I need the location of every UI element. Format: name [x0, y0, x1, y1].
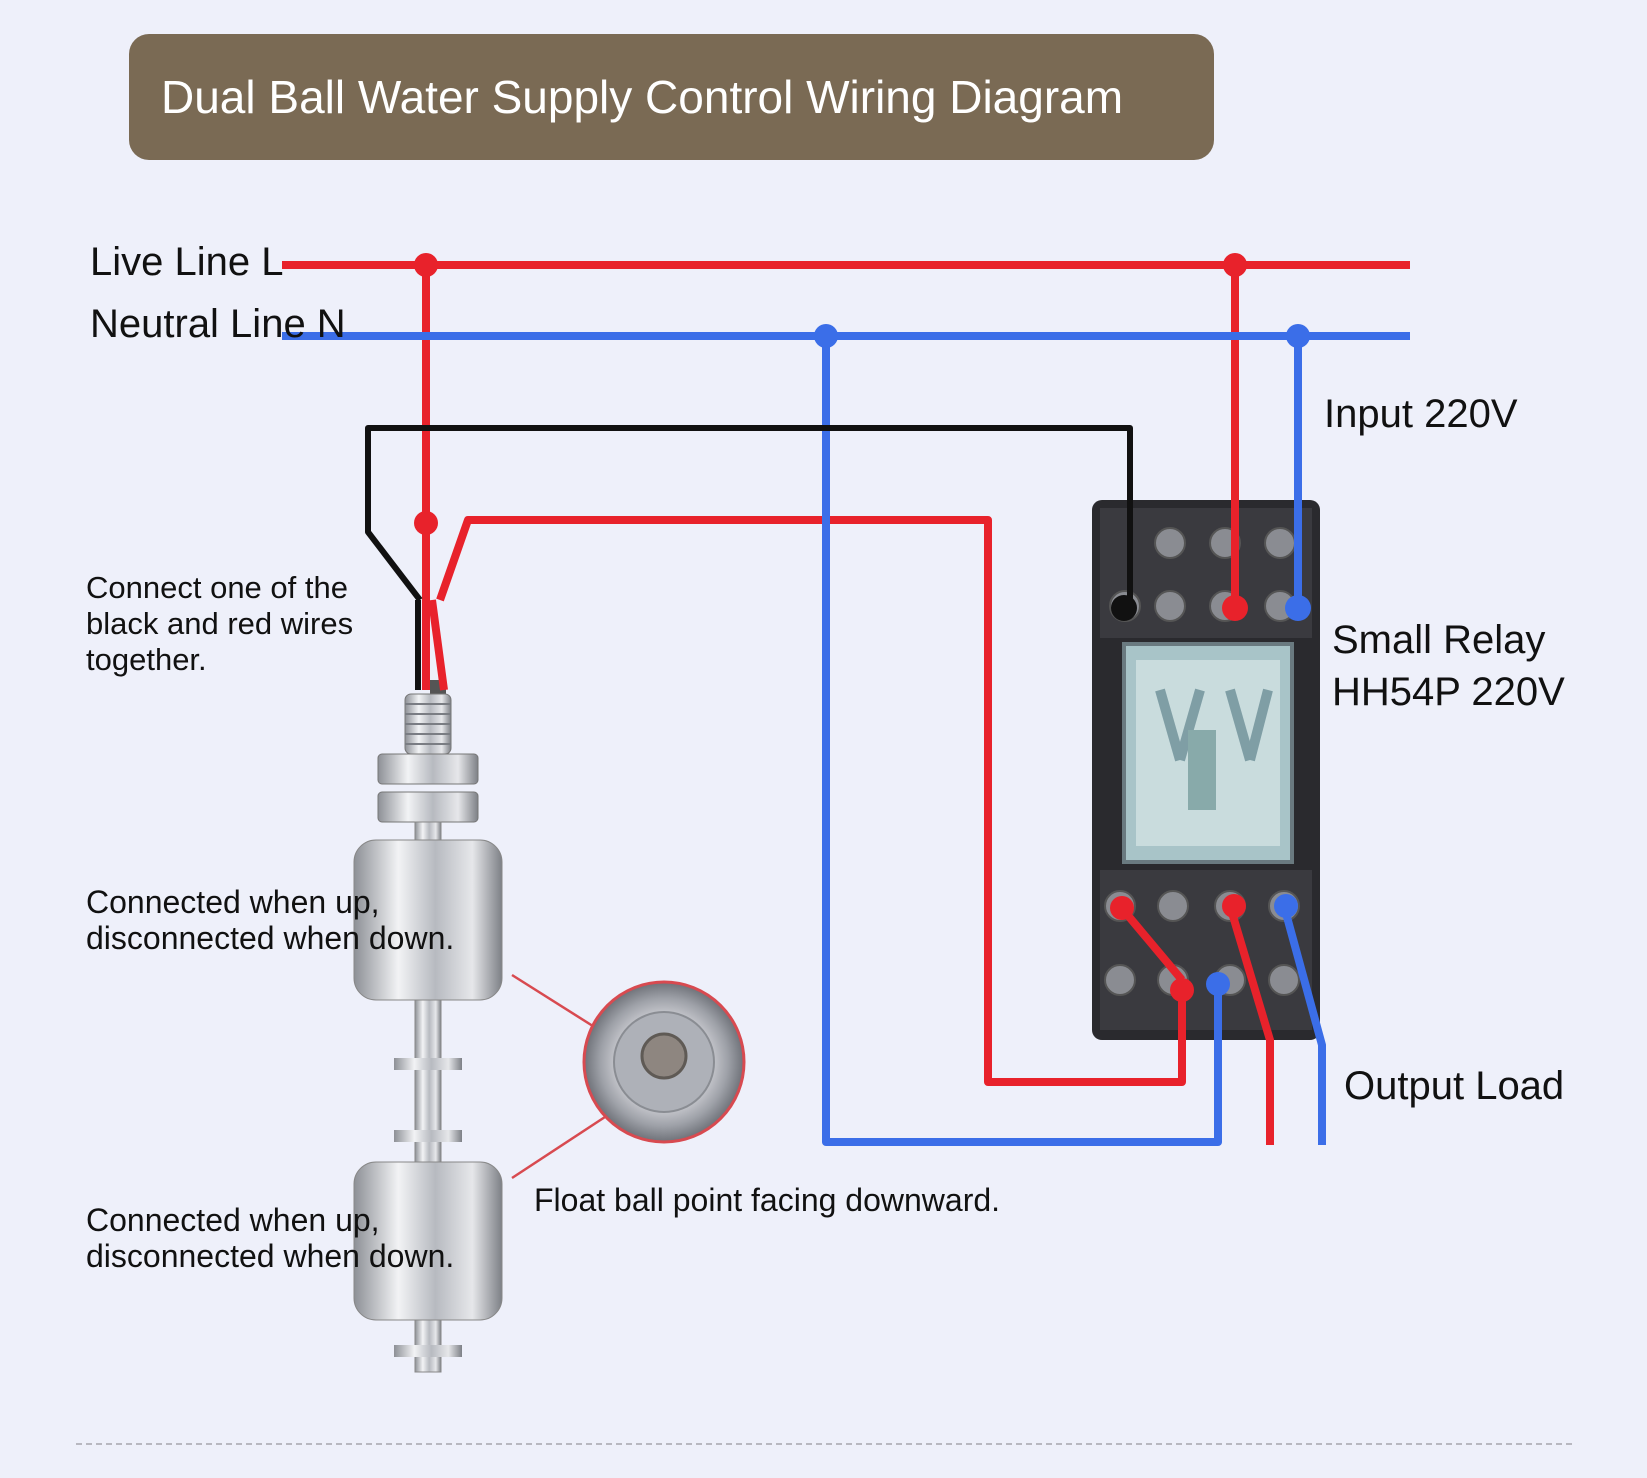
float-point-note: Float ball point facing downward. [534, 1182, 1001, 1218]
black-signal-wire [365, 425, 1133, 606]
stop-ring-3 [394, 1345, 462, 1357]
relay-label-line1: Small Relay [1332, 618, 1546, 662]
junction-dots [414, 253, 1311, 1002]
title-banner: Dual Ball Water Supply Control Wiring Di… [129, 34, 1214, 160]
output-neutral [1280, 904, 1326, 1145]
page-title: Dual Ball Water Supply Control Wiring Di… [161, 71, 1124, 123]
upper-ball-note-line2: disconnected when down. [86, 920, 455, 956]
float-ball-closeup-icon [511, 973, 746, 1180]
relay-icon [1092, 500, 1320, 1040]
output-load-label: Output Load [1344, 1064, 1565, 1108]
neutral-wires [282, 332, 1410, 1146]
lower-float-ball [353, 1161, 503, 1321]
signal-wires [365, 425, 1133, 690]
stop-ring-1 [394, 1058, 462, 1070]
thread-lines [405, 703, 451, 745]
input-label: Input 220V [1324, 392, 1518, 436]
live-line-label: Live Line L [90, 240, 284, 284]
switch-to-relay-red [436, 516, 1186, 1086]
float-switch-icon [353, 680, 503, 1373]
switch-red-leads [422, 560, 448, 691]
output-live [1226, 904, 1274, 1145]
hex-nut-bottom [377, 791, 479, 823]
neutral-to-relay-bottom [822, 336, 1222, 1146]
hex-nut-top [377, 753, 479, 785]
bottom-divider [76, 1443, 1572, 1445]
relay-coil [1188, 730, 1216, 810]
live-wires [282, 261, 1410, 1145]
upper-float-ball [353, 839, 503, 1001]
neutral-line-label: Neutral Line N [90, 302, 346, 346]
connect-wires-note: Connect one of the black and red wires t… [86, 570, 354, 677]
relay-jumper-red [1116, 903, 1186, 983]
lower-ball-note-line2: disconnected when down. [86, 1238, 455, 1274]
upper-ball-note-line1: Connected when up, [86, 884, 380, 920]
lower-ball-note-line1: Connected when up, [86, 1202, 380, 1238]
stop-ring-2 [394, 1130, 462, 1142]
relay-contacts [1155, 688, 1273, 762]
relay-label-line2: HH54P 220V [1332, 670, 1565, 714]
